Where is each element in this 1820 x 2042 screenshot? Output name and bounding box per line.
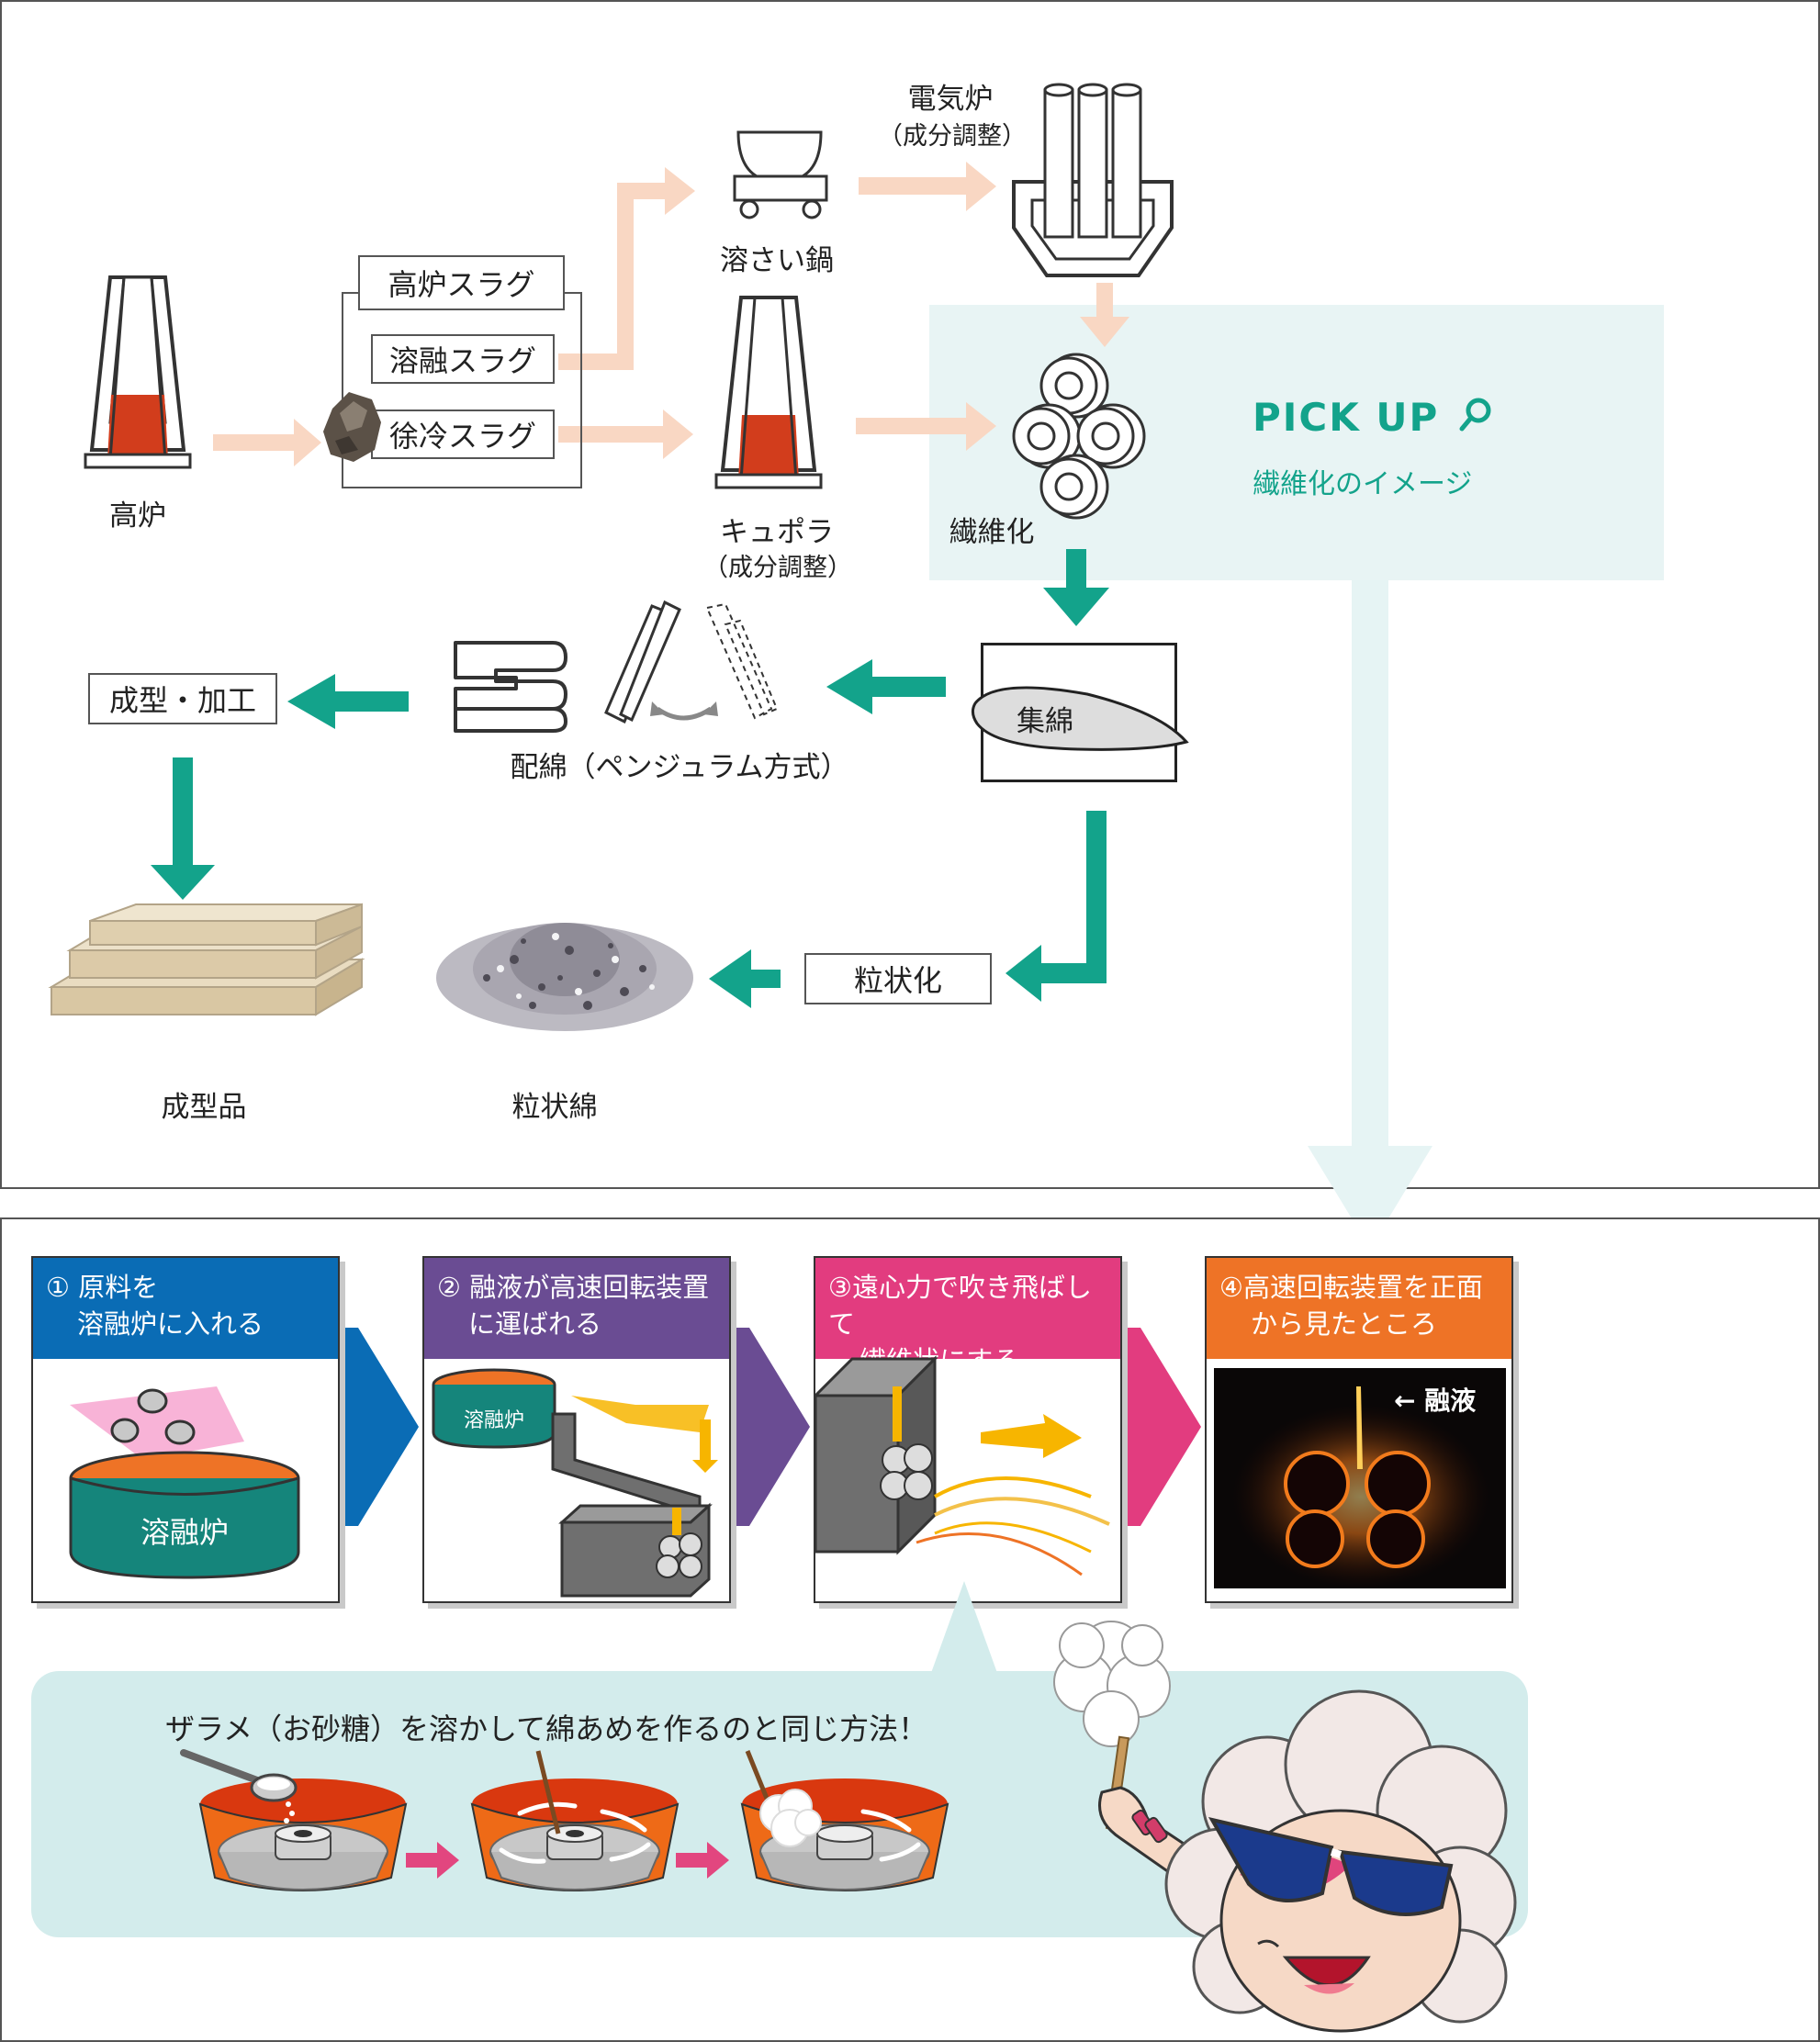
forming-box: 成型・加工: [88, 673, 277, 724]
molten-spinner-glow: [1232, 1386, 1489, 1588]
cotton-candy-machine-2: [470, 1750, 680, 1891]
pickup-title-text: PICK UP: [1253, 395, 1440, 440]
pendulum-layers-icon: [454, 641, 567, 733]
cotton-candy-machine-3: [740, 1750, 949, 1891]
step-2-header: ② 融液が高速回転装置 に運ばれる: [424, 1258, 729, 1359]
pink-arrow-2: [676, 1842, 729, 1879]
slag-group-title: 高炉スラグ: [358, 255, 565, 310]
fiberization-label: 繊維化: [949, 516, 1035, 549]
step-4-line1: ④高速回転装置を正面: [1219, 1272, 1483, 1303]
step-1-line1: ① 原料を: [46, 1272, 159, 1303]
cotton-candy-machine-1: [180, 1749, 408, 1891]
cupola-icon: [714, 296, 823, 489]
collection-label: 集綿: [1017, 705, 1073, 738]
granulation-box: 粒状化: [804, 953, 992, 1004]
step-4-header: ④高速回転装置を正面 から見たところ: [1207, 1258, 1511, 1359]
step-2-line1: ② 融液が高速回転装置: [437, 1272, 710, 1303]
fiberization-rollers-icon: [1012, 353, 1146, 520]
cupola-note: （成分調整）: [703, 554, 852, 582]
melting-furnace-step1-icon: 溶融炉: [69, 1386, 300, 1579]
step-3-line1: ③遠心力で吹き飛ばして: [828, 1272, 1092, 1340]
step-1-header: ① 原料を 溶融炉に入れる: [33, 1258, 338, 1359]
pink-arrow-1: [406, 1842, 459, 1879]
melt-pointer: ← 融液: [1394, 1381, 1476, 1418]
blast-furnace-label: 高炉: [109, 499, 166, 533]
electric-furnace-note: （成分調整）: [878, 122, 1027, 151]
collection-wool-icon: [971, 686, 1189, 751]
step-1-furnace-label: 溶融炉: [140, 1515, 229, 1550]
step-2-line2: に運ばれる: [468, 1308, 602, 1340]
step-4-line2: から見たところ: [1251, 1308, 1438, 1340]
granular-wool-label: 粒状綿: [511, 1091, 598, 1124]
mascot-character: [1053, 1621, 1517, 2033]
ladle-icon: [733, 130, 828, 219]
slag-rock-icon: [323, 392, 381, 462]
molded-product-label: 成型品: [161, 1091, 247, 1124]
left-arrow-icon: ←: [1394, 1386, 1416, 1416]
electric-furnace-label: 電気炉: [907, 83, 994, 116]
ladle-label: 溶さい鍋: [720, 244, 834, 277]
step-1-line2: 溶融炉に入れる: [77, 1308, 264, 1340]
step-1-card: ① 原料を 溶融炉に入れる 溶融炉: [31, 1256, 340, 1603]
melt-label: 融液: [1424, 1386, 1477, 1416]
pickup-title: PICK UP: [1253, 395, 1491, 440]
pendulum-label: 配綿（ペンジュラム方式）: [510, 751, 849, 784]
step-3-header: ③遠心力で吹き飛ばして 繊維状にする: [815, 1258, 1120, 1376]
blast-furnace-icon: [84, 275, 192, 469]
cupola-label: キュポラ: [720, 516, 834, 549]
spinner-front-photo: ← 融液: [1214, 1368, 1506, 1588]
step-4-card: ④高速回転装置を正面 から見たところ ← 融液: [1205, 1256, 1513, 1603]
magnifier-icon: [1459, 398, 1491, 432]
pickup-subtitle: 繊維化のイメージ: [1253, 468, 1473, 500]
step-2-card: ② 融液が高速回転装置 に運ばれる 溶融炉: [422, 1256, 731, 1603]
analogy-text: ザラメ（お砂糖）を溶かして綿あめを作るのと同じ方法！: [165, 1711, 928, 1746]
granular-wool-icon: [436, 923, 693, 1031]
molten-slag-box: 溶融スラグ: [371, 334, 555, 384]
transfer-to-spinner-icon: 溶融炉: [432, 1368, 718, 1598]
step-3-card: ③遠心力で吹き飛ばして 繊維状にする: [814, 1256, 1122, 1603]
electric-furnace-icon: [1012, 83, 1174, 277]
pendulum-swing-icon: [604, 600, 779, 724]
centrifugal-spinning-icon: [815, 1355, 1110, 1576]
molded-board-icon: [48, 903, 365, 1016]
cooled-slag-box: 徐冷スラグ: [371, 410, 555, 459]
callout-pointer: [931, 1581, 997, 1673]
step-2-furnace-label: 溶融炉: [464, 1409, 524, 1432]
